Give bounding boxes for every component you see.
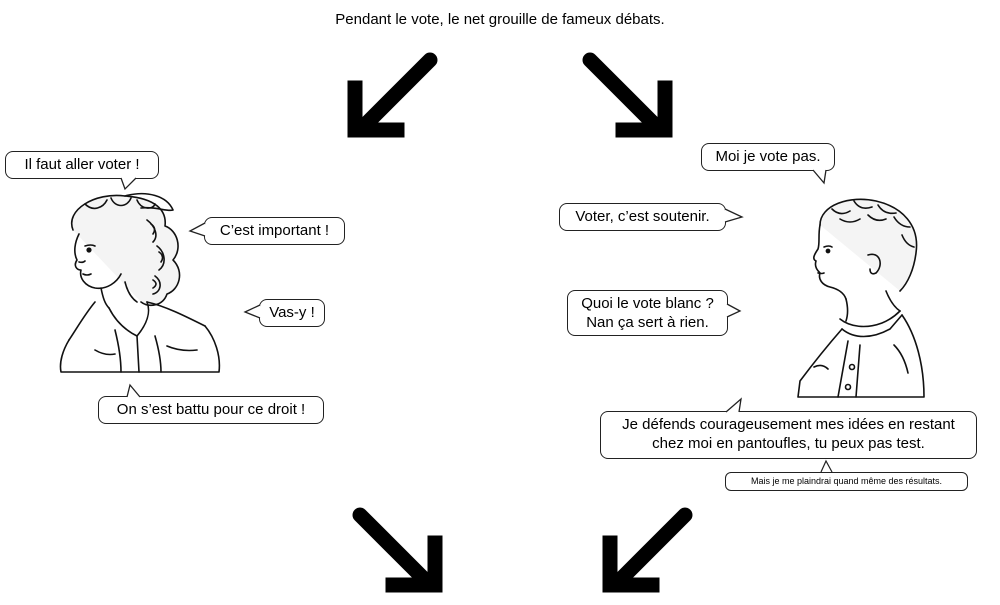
- boy-illustration: [797, 198, 925, 398]
- speech-bubble-voting-supports: Voter, c’est soutenir.: [559, 203, 726, 231]
- bubble-text: chez moi en pantoufles, tu peux pas test…: [652, 435, 925, 452]
- bubble-text: Quoi le vote blanc ?: [581, 295, 714, 312]
- arrow-down-left-icon: [347, 52, 438, 138]
- speech-bubble-complain: Mais je me plaindrai quand même des résu…: [725, 472, 968, 491]
- arrow-down-left-icon: [602, 507, 693, 593]
- bubble-text: Je défends courageusement mes idées en r…: [622, 416, 955, 433]
- arrow-down-right-icon: [352, 507, 443, 593]
- bubble-text: Il faut aller voter !: [24, 156, 140, 173]
- bubble-text: Moi je vote pas.: [715, 148, 821, 165]
- bubble-tail: [812, 169, 827, 185]
- arrow-down-right-icon: [582, 52, 673, 138]
- bubble-text: C’est important !: [219, 222, 330, 239]
- speech-bubble-blank-vote: Quoi le vote blanc ? Nan ça sert à rien.: [567, 290, 728, 336]
- bubble-text: Nan ça sert à rien.: [586, 314, 709, 331]
- bubble-tail: [725, 397, 742, 413]
- bubble-text: Mais je me plaindrai quand même des résu…: [750, 476, 943, 486]
- bubble-text: Voter, c’est soutenir.: [575, 208, 710, 225]
- bubble-tail: [188, 222, 206, 237]
- page-title: Pendant le vote, le net grouille de fame…: [335, 11, 665, 28]
- bubble-tail: [120, 177, 137, 191]
- speech-bubble-no-vote: Moi je vote pas.: [701, 143, 835, 171]
- bubble-tail: [724, 208, 744, 223]
- speech-bubble-slippers: Je défends courageusement mes idées en r…: [600, 411, 977, 459]
- bubble-tail: [726, 303, 742, 318]
- bubble-tail: [820, 459, 833, 473]
- speech-bubble-right-fought: On s’est battu pour ce droit !: [98, 396, 324, 424]
- bubble-tail: [126, 383, 141, 398]
- speech-bubble-important: C’est important !: [204, 217, 345, 245]
- speech-bubble-vote-call: Il faut aller voter !: [5, 151, 159, 179]
- speech-bubble-go: Vas-y !: [259, 299, 325, 327]
- bubble-text: Vas-y !: [269, 304, 315, 321]
- bubble-tail: [243, 304, 261, 319]
- girl-illustration: [59, 192, 221, 373]
- bubble-text: On s’est battu pour ce droit !: [116, 401, 306, 418]
